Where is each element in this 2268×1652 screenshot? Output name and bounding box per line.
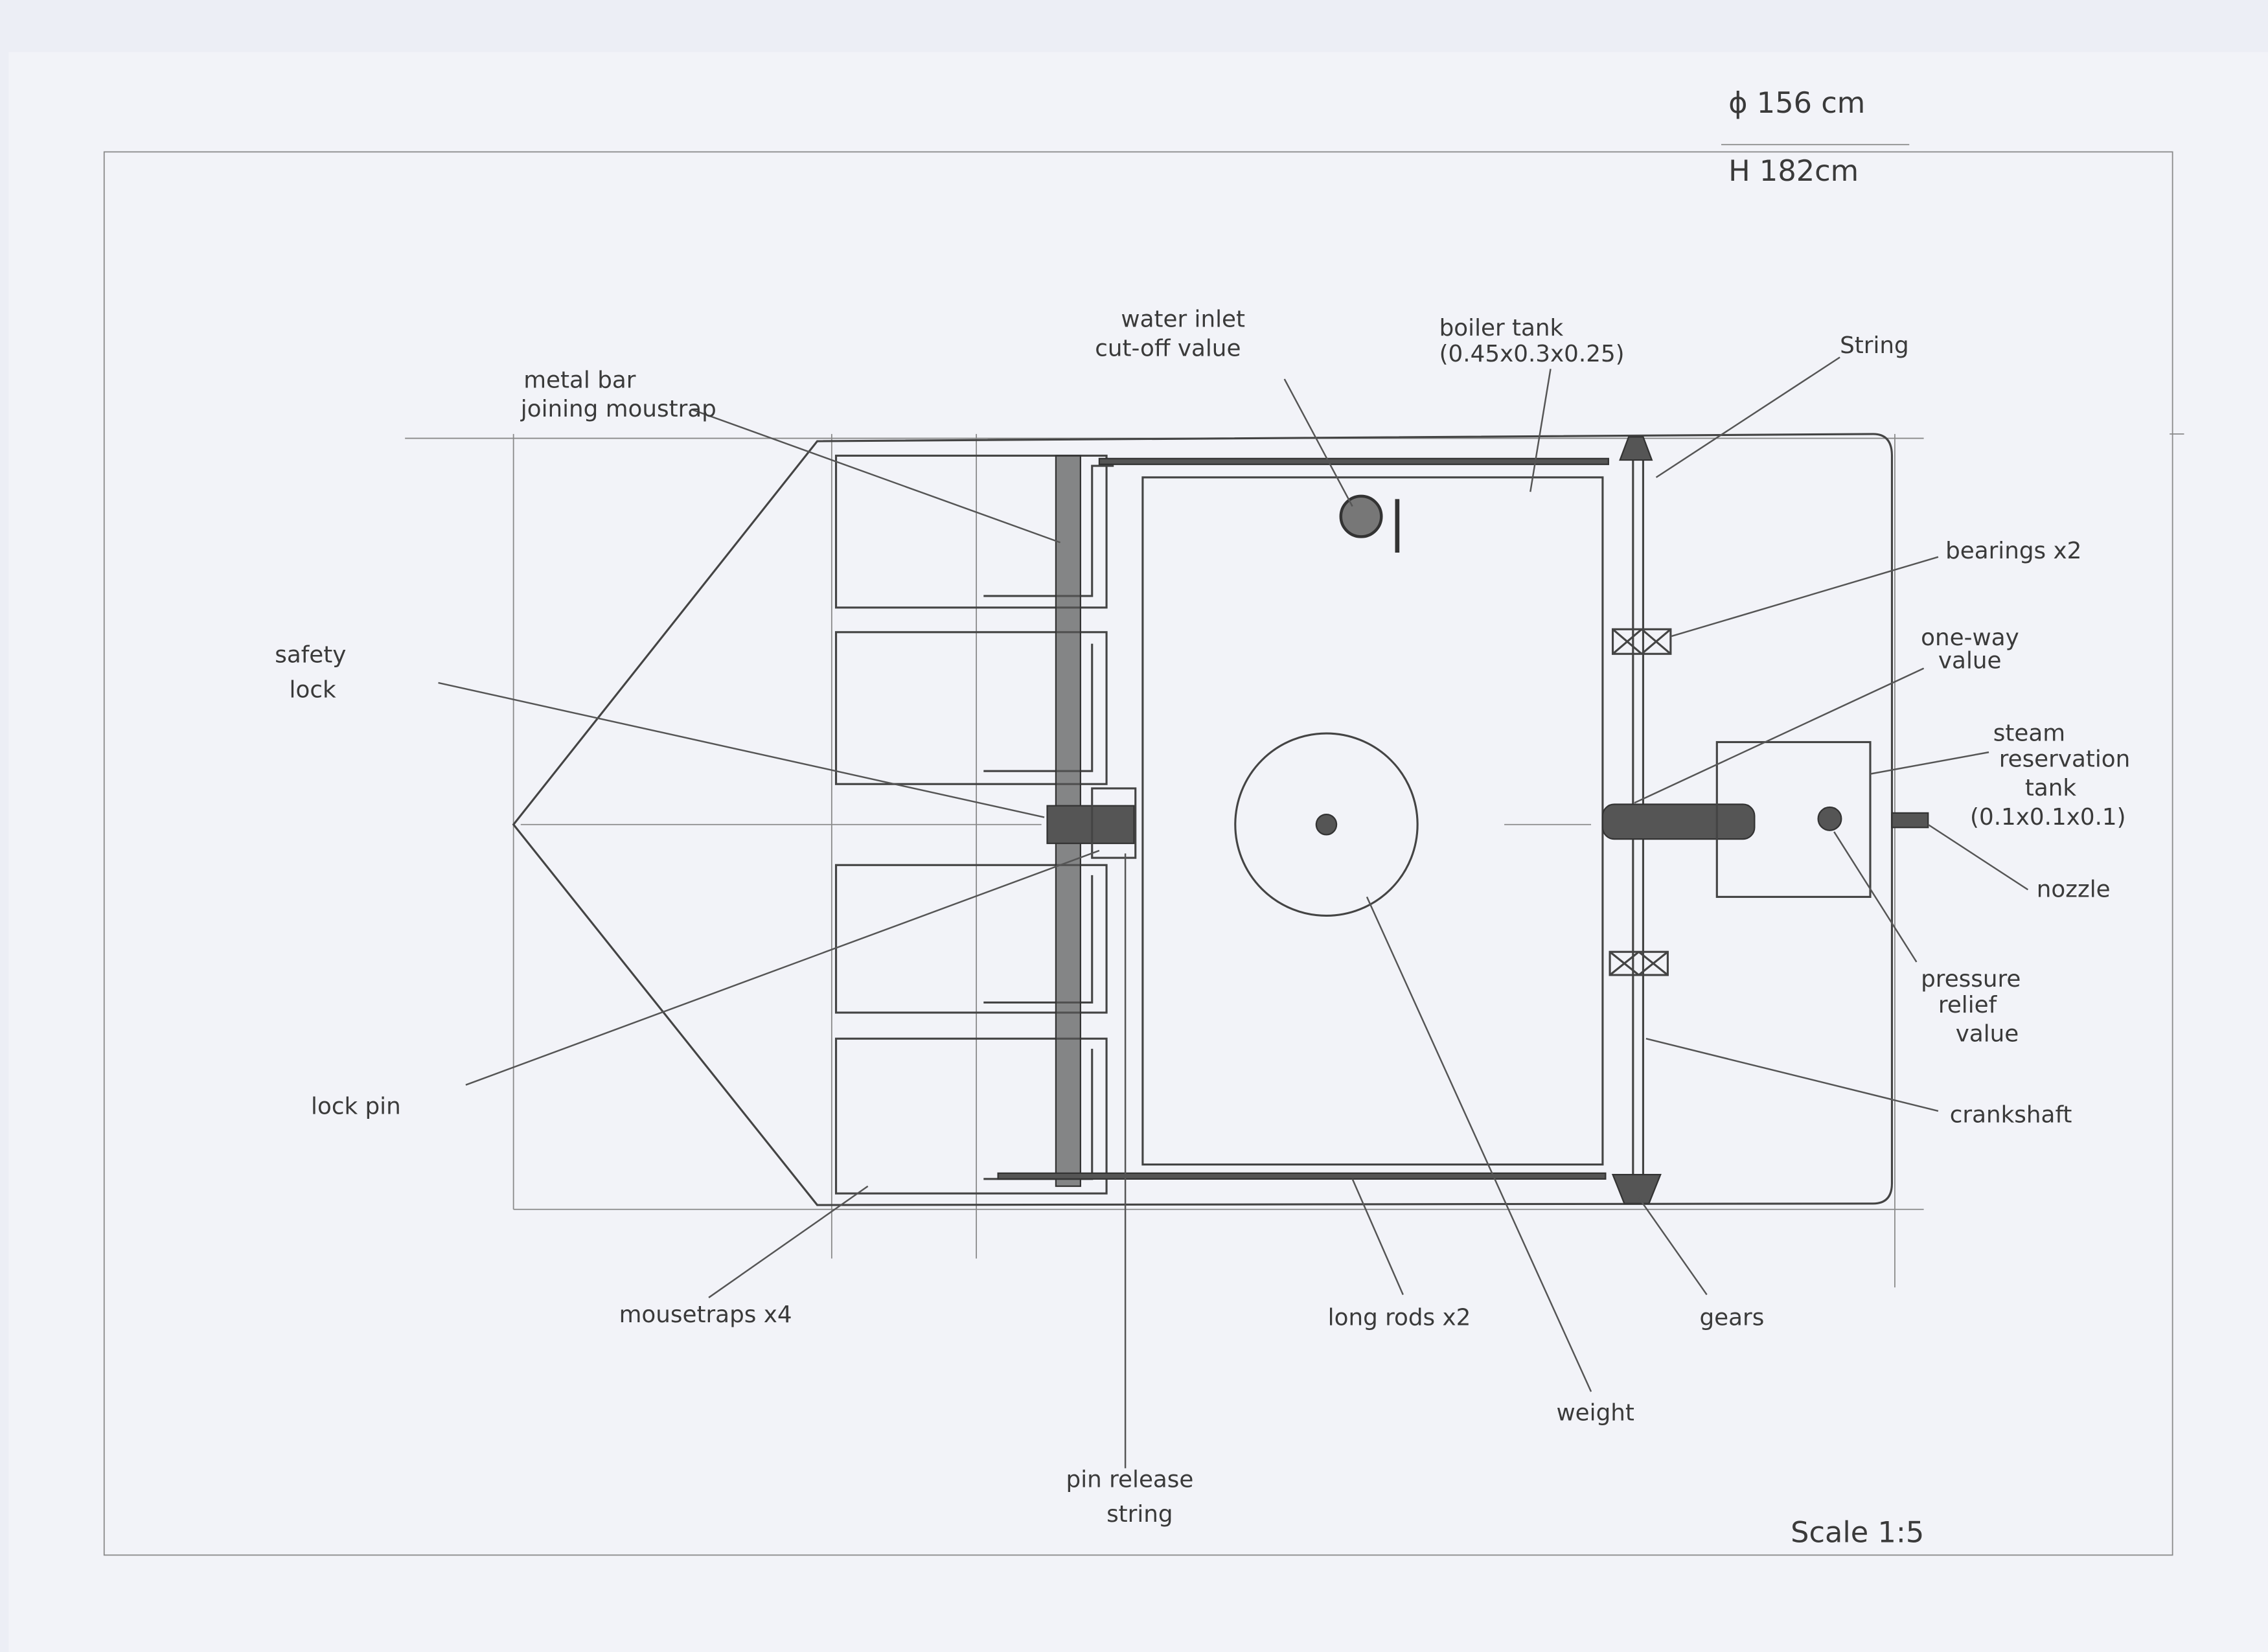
weight <box>1234 732 1419 917</box>
label-long-rods: long rods x2 <box>1328 1304 1471 1331</box>
height-note: H 182cm <box>1728 154 1859 188</box>
gear-top <box>1619 436 1653 461</box>
mousetrap <box>834 631 1108 785</box>
bearings <box>1609 628 1672 976</box>
label-bearings: bearings x2 <box>1945 538 2081 564</box>
label-metal-bar: joining moustrap <box>520 396 716 422</box>
label-water-inlet: cut-off value <box>1095 335 1241 361</box>
construction-lines <box>405 433 2184 1288</box>
label-lock-pin: lock pin <box>311 1093 401 1119</box>
long-rod <box>997 1172 1607 1180</box>
label-boiler-tank: (0.45x0.3x0.25) <box>1439 341 1625 367</box>
label-crankshaft: crankshaft <box>1950 1102 2072 1129</box>
label-steam-tank: (0.1x0.1x0.1) <box>1970 804 2126 831</box>
label-nozzle: nozzle <box>2037 876 2111 902</box>
label-steam-tank: reservation <box>1999 746 2131 772</box>
mousetrap <box>834 1037 1108 1195</box>
long-rod <box>1098 457 1609 465</box>
pressure-relief-valve <box>1817 806 1842 831</box>
label-pin-release: pin release <box>1066 1466 1194 1493</box>
mousetrap <box>834 454 1108 609</box>
label-metal-bar: metal bar <box>523 367 636 393</box>
label-boiler-tank: boiler tank <box>1439 315 1564 341</box>
scale-note: Scale 1:5 <box>1791 1515 1924 1549</box>
label-pressure-relief: value <box>1956 1021 2019 1048</box>
one-way-valve <box>1601 803 1756 840</box>
gear-bottom <box>1611 1174 1662 1204</box>
label-safety-lock: lock <box>290 676 336 703</box>
safety-lock <box>1046 805 1135 844</box>
mousetrap <box>834 864 1108 1014</box>
steam-reservation-tank <box>1715 740 1872 898</box>
diameter-note: ϕ 156 cm <box>1728 86 1865 120</box>
label-weight: weight <box>1556 1400 1634 1427</box>
label-pressure-relief: pressure <box>1921 966 2021 992</box>
label-gears: gears <box>1700 1304 1765 1331</box>
leader-lines <box>438 356 2029 1469</box>
label-mousetraps: mousetraps x4 <box>619 1302 792 1328</box>
label-one-way-valve: one-way <box>1921 625 2019 651</box>
label-steam-tank: tank <box>2025 775 2077 801</box>
label-string: String <box>1840 332 1909 359</box>
label-water-inlet: water inlet <box>1121 306 1245 333</box>
label-one-way-valve: value <box>1938 648 2002 674</box>
nozzle <box>1891 812 1929 829</box>
label-steam-tank: steam <box>1993 720 2065 746</box>
label-safety-lock: safety <box>275 642 346 669</box>
label-pin-release: string <box>1106 1501 1173 1528</box>
water-inlet-valve <box>1339 494 1383 538</box>
label-pressure-relief: relief <box>1938 992 1998 1018</box>
sheet-border <box>103 151 2173 1556</box>
